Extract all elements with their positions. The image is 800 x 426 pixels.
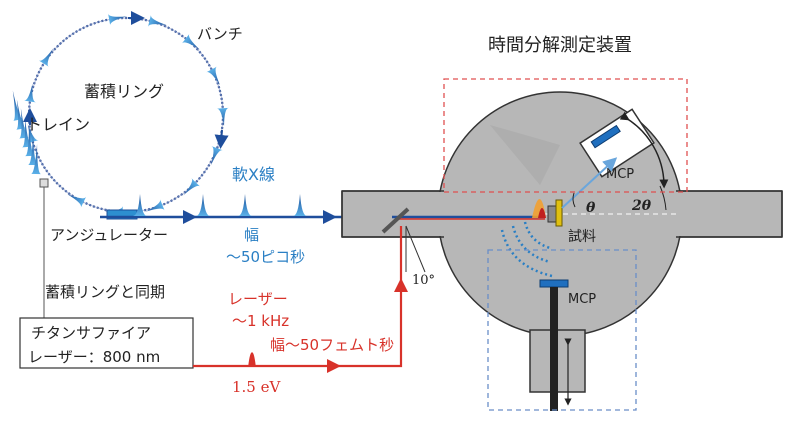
train-bunch bbox=[22, 117, 32, 148]
upper-dashed-box bbox=[443, 78, 688, 193]
beam-bunch bbox=[196, 194, 210, 216]
ring-bunches bbox=[24, 13, 229, 218]
train-bunch bbox=[28, 135, 38, 165]
ring-bunch bbox=[67, 194, 87, 208]
train-bunch bbox=[12, 90, 23, 121]
laser-rate-label: ～1 kHz bbox=[232, 312, 289, 330]
laser-box-line1: チタンサファイア bbox=[31, 324, 151, 342]
ring-bunch bbox=[183, 178, 201, 196]
bunch-label: バンチ bbox=[197, 25, 243, 43]
xray-width-label: 幅 bbox=[244, 226, 259, 244]
mcp-lower-detector bbox=[539, 279, 572, 411]
two-theta-label: 2θ bbox=[631, 198, 652, 214]
mirror bbox=[381, 207, 410, 234]
laser-width-label: 幅～50フェムト秒 bbox=[270, 336, 394, 354]
ring-bunch bbox=[24, 83, 36, 103]
train-bunch bbox=[25, 126, 35, 157]
sample-label: 試料 bbox=[568, 229, 596, 245]
mcp-lower-label: MCP bbox=[568, 292, 596, 307]
ring-bunch bbox=[145, 199, 165, 212]
train-bunch bbox=[16, 99, 26, 130]
train-bunch bbox=[31, 144, 41, 175]
apparatus-title: 時間分解測定装置 bbox=[488, 35, 632, 56]
sync-label: 蓄積リングと同期 bbox=[45, 283, 165, 301]
sample bbox=[532, 199, 563, 227]
undulator-label: アンジュレーター bbox=[50, 226, 168, 244]
ring-bunch bbox=[206, 66, 221, 86]
laser-label: レーザー bbox=[228, 290, 288, 308]
soft-xray-label: 軟X線 bbox=[232, 165, 275, 184]
theta-label: θ bbox=[586, 200, 596, 216]
ring-bunch bbox=[148, 15, 167, 27]
storage-ring-label: 蓄積リング bbox=[84, 82, 164, 101]
beam-bunch bbox=[133, 194, 147, 216]
train-label: トレイン bbox=[26, 115, 90, 134]
laser-pulse bbox=[244, 352, 260, 367]
lower-dashed-box bbox=[487, 249, 637, 411]
rotation-arc bbox=[619, 111, 669, 189]
ring-bunch bbox=[182, 33, 200, 50]
angle-10-label: 10° bbox=[412, 273, 435, 288]
train-bunches bbox=[12, 90, 41, 175]
train-bunch bbox=[19, 108, 29, 139]
beam-bunch bbox=[293, 194, 307, 216]
ring-bunch bbox=[216, 107, 229, 127]
photoelectron-arcs bbox=[500, 221, 553, 278]
ring-bunch bbox=[38, 48, 54, 67]
beam-bunch bbox=[238, 194, 252, 216]
laser-box-line2: レーザー：800 nm bbox=[28, 348, 160, 366]
laser-box bbox=[19, 317, 194, 369]
scattered-beam bbox=[561, 157, 618, 209]
vacuum-chamber bbox=[341, 91, 783, 393]
ring-bunch bbox=[210, 146, 223, 166]
energy-label: 1.5 eV bbox=[232, 378, 282, 396]
mcp-upper-label: MCP bbox=[606, 167, 634, 182]
xray-width-value: ～50ピコ秒 bbox=[226, 248, 305, 266]
sync-pickup bbox=[39, 178, 49, 188]
ring-bunch bbox=[108, 13, 127, 26]
